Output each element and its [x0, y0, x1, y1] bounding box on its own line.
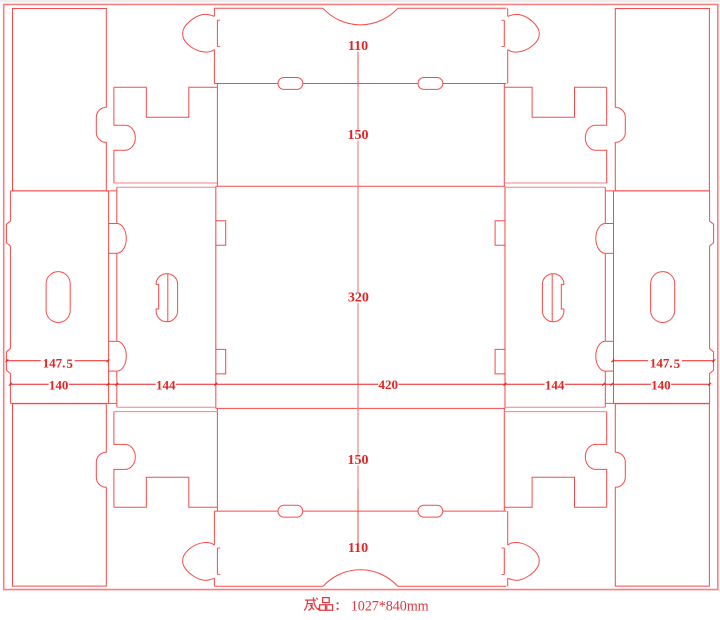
- svg-text:140: 140: [49, 377, 69, 392]
- svg-text:140: 140: [651, 377, 671, 392]
- svg-text:144: 144: [545, 377, 565, 392]
- svg-text:147.5: 147.5: [43, 355, 74, 370]
- svg-text:150: 150: [348, 128, 369, 143]
- svg-text:1027*840mm: 1027*840mm: [351, 598, 429, 614]
- svg-text:150: 150: [348, 453, 369, 468]
- svg-text:144: 144: [156, 377, 176, 392]
- svg-text:320: 320: [348, 290, 369, 305]
- svg-text:110: 110: [348, 541, 368, 556]
- svg-text:147.5: 147.5: [650, 355, 681, 370]
- svg-text:110: 110: [348, 39, 368, 54]
- svg-text:420: 420: [379, 377, 399, 392]
